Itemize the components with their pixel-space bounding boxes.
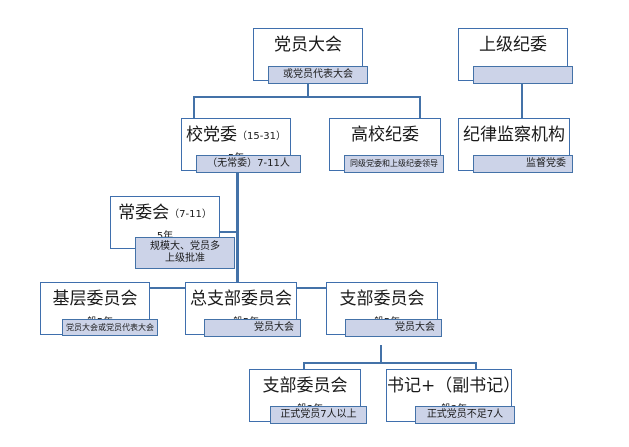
tag-general-branch-committee: 党员大会 <box>204 319 301 337</box>
connector-superior-to-body <box>521 84 523 119</box>
node-term: 5年 <box>111 231 219 243</box>
node-title-sup: （7-11） <box>169 209 212 220</box>
node-title: 常委会（7-11） <box>118 203 212 223</box>
tag-party-congress: 或党员代表大会 <box>268 66 368 84</box>
node-title: 上级纪委 <box>479 35 547 55</box>
node-title: 基层委员会 <box>52 289 138 309</box>
node-standing-committee[interactable]: 常委会（7-11） 5年 <box>110 196 220 249</box>
tag-standing-committee: 规模大、党员多 上级批准 <box>135 237 235 269</box>
node-title: 支部委员会 <box>339 289 425 309</box>
node-title-sup: （15-31） <box>236 131 287 142</box>
node-title: 总支部委员会 <box>190 289 292 309</box>
node-title: 党员大会 <box>274 35 342 55</box>
tag-school-party-committee: （无常委）7-11人 <box>196 155 301 173</box>
node-title: 支部委员会 <box>262 376 348 396</box>
tag-discipline-inspection-body: 监督党委 <box>473 155 573 173</box>
tag-grassroots-committee: 党员大会或党员代表大会 <box>62 319 158 336</box>
connector-to-school-party <box>193 96 195 119</box>
node-title: 纪律监察机构 <box>463 125 565 145</box>
tag-branch-committee-lower: 正式党员7人以上 <box>270 406 367 424</box>
tag-university-discipline-commission: 同级党委和上级纪委领导 <box>344 155 444 173</box>
connector-to-univ-discipline <box>419 96 421 119</box>
tag-branch-committee: 党员大会 <box>345 319 442 337</box>
connector-school-party-trunk <box>236 168 239 288</box>
connector-congress-down <box>307 84 309 97</box>
node-title: 书记+（副书记） <box>387 376 521 396</box>
connector-congress-bar <box>193 96 421 98</box>
connector-tier4-bar <box>303 362 476 364</box>
tag-superior-discipline-commission <box>473 66 573 84</box>
node-title: 校党委（15-31） <box>185 125 287 145</box>
connector-branch-down <box>380 345 382 363</box>
node-title: 高校纪委 <box>351 125 419 145</box>
tag-secretary-deputy: 正式党员不足7人 <box>415 406 515 424</box>
